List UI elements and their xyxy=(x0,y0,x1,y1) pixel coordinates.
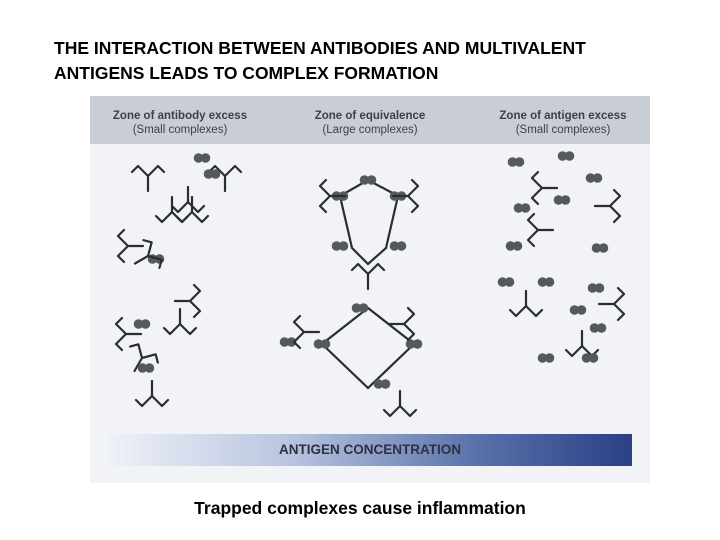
antigen-icon xyxy=(569,305,587,315)
antibody-icon xyxy=(154,195,190,224)
antibody-icon xyxy=(526,212,555,248)
zone-antigen-excess-label: Zone of antigen excess xyxy=(499,110,627,122)
antigen-icon xyxy=(589,323,607,333)
antibody-excess-complexes xyxy=(114,153,243,408)
slide-caption: Trapped complexes cause inflammation xyxy=(194,498,526,518)
antigen-icon xyxy=(497,277,515,287)
antibody-icon xyxy=(170,185,206,214)
antigen-icon xyxy=(553,195,571,205)
antibody-icon xyxy=(318,178,347,214)
antibody-icon xyxy=(350,262,386,291)
antibody-icon xyxy=(593,188,622,224)
antibody-icon xyxy=(597,286,626,322)
equivalence-lattice xyxy=(279,175,423,418)
antibody-icon xyxy=(162,307,198,336)
zone-header-band: Zone of antibody excess (Small complexes… xyxy=(90,96,650,144)
slide-title: THE INTERACTION BETWEEN ANTIBODIES AND M… xyxy=(54,38,586,83)
antigen-icon xyxy=(585,173,603,183)
antibody-icon xyxy=(391,178,420,214)
antigen-icon xyxy=(557,151,575,161)
antigen-icon xyxy=(537,353,555,363)
antibody-icon xyxy=(173,283,202,319)
antibody-icon xyxy=(116,228,145,264)
antigen-icon xyxy=(373,379,391,389)
zone-antigen-excess-sub: (Small complexes) xyxy=(515,124,611,136)
antibody-icon xyxy=(134,379,170,408)
antigen-icon xyxy=(137,363,155,373)
antibody-icon xyxy=(530,170,559,206)
zone-antibody-excess-label: Zone of antibody excess xyxy=(112,110,248,122)
antigen-icon xyxy=(587,283,605,293)
antigen-icon xyxy=(507,157,525,167)
antigen-icon xyxy=(313,339,331,349)
antigen-icon xyxy=(591,243,609,253)
antigen-icon xyxy=(331,241,349,251)
antibody-icon xyxy=(130,164,166,193)
figure-panel: Zone of antibody excess (Small complexes… xyxy=(90,96,650,483)
antigen-icon xyxy=(505,241,523,251)
antigen-icon xyxy=(133,319,151,329)
antibody-icon xyxy=(382,389,418,418)
complex-illustration xyxy=(114,151,626,418)
zone-equivalence-sub: (Large complexes) xyxy=(322,124,418,136)
antigen-icon xyxy=(513,203,531,213)
zone-equivalence-label: Zone of equivalence xyxy=(314,110,426,122)
antigen-icon xyxy=(351,303,369,313)
antigen-concentration-bar: ANTIGEN CONCENTRATION xyxy=(108,434,632,466)
antigen-concentration-label: ANTIGEN CONCENTRATION xyxy=(279,442,461,457)
antigen-excess-complexes xyxy=(497,151,626,363)
antigen-icon xyxy=(203,169,221,179)
zone-antibody-excess-sub: (Small complexes) xyxy=(132,124,228,136)
antigen-icon xyxy=(359,175,377,185)
antibody-icon xyxy=(508,289,544,318)
antigen-icon xyxy=(389,241,407,251)
antigen-icon xyxy=(537,277,555,287)
antigen-icon xyxy=(193,153,211,163)
antibody-icon xyxy=(119,340,162,381)
antibody-icon xyxy=(564,329,600,358)
